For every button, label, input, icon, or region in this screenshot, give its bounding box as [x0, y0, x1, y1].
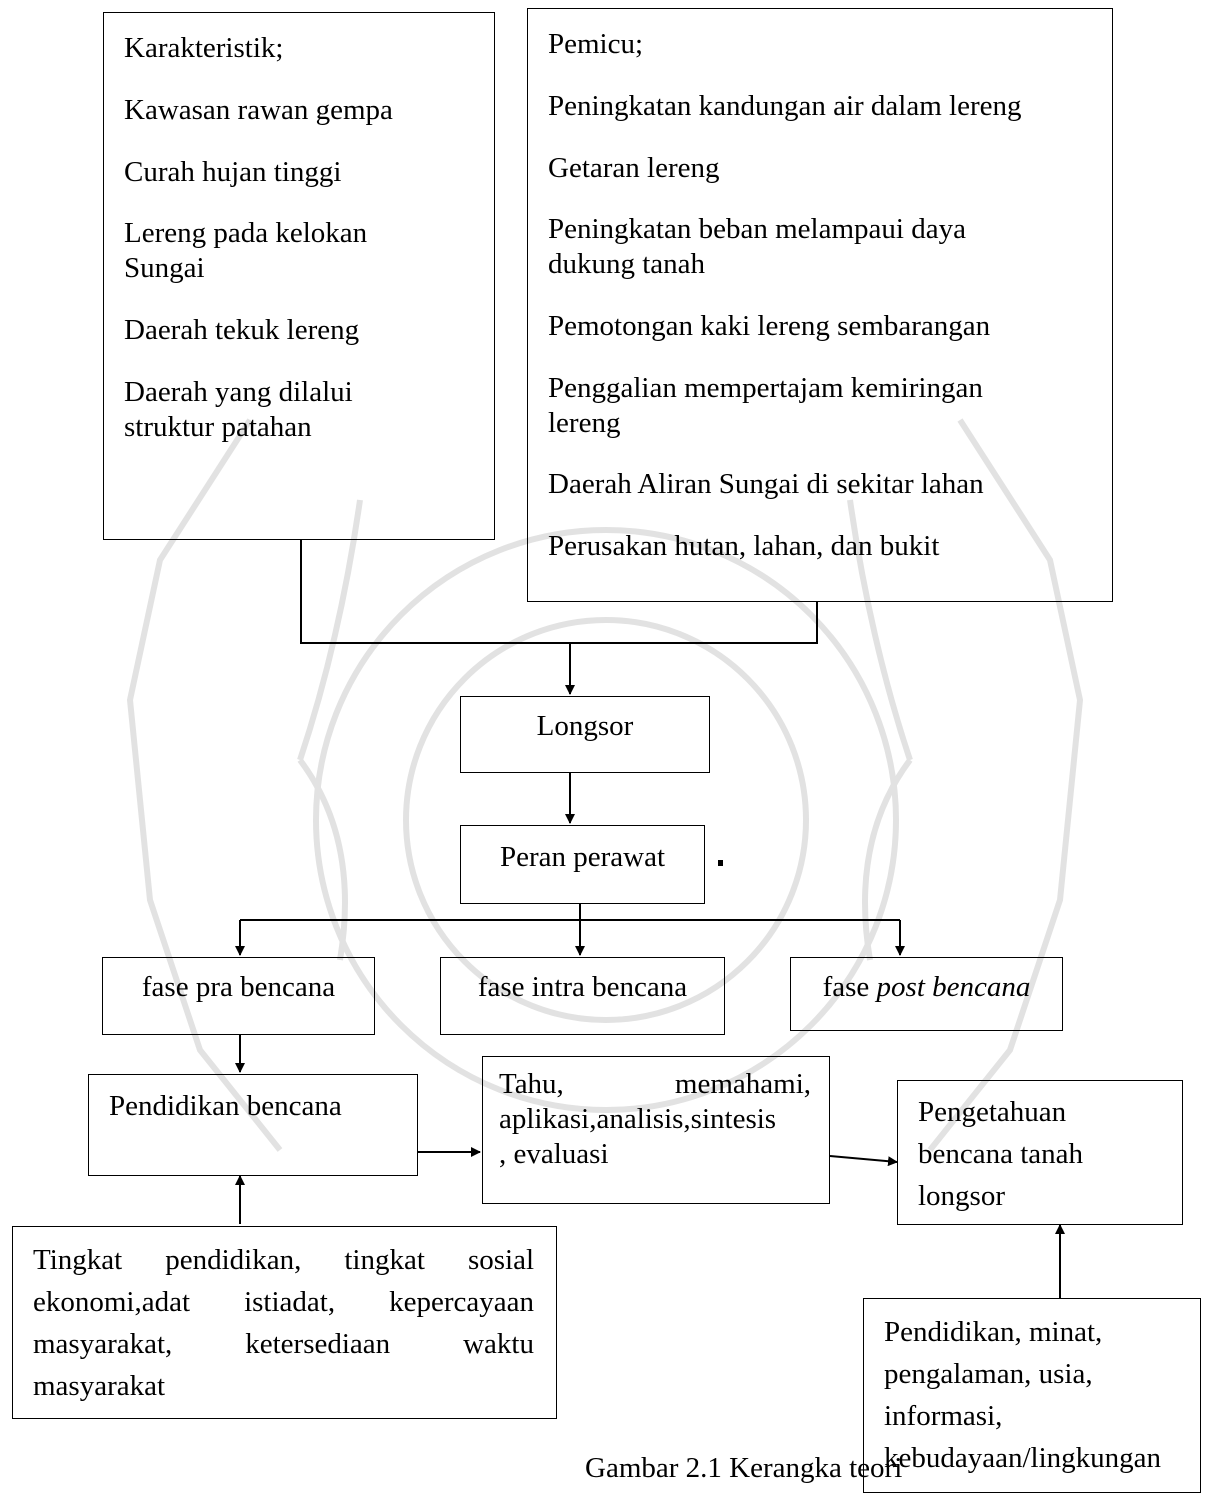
- pemicu-item: Peningkatan beban melampaui daya dukung …: [548, 213, 966, 281]
- peran-perawat-label: Peran perawat: [499, 841, 666, 873]
- cognitive-word-memahami: memahami,: [674, 1068, 811, 1100]
- cognitive-line-3: , evaluasi: [499, 1137, 609, 1170]
- karakteristik-box: Karakteristik; Kawasan rawan gempa Curah…: [103, 12, 495, 540]
- phase-post-prefix: fase: [822, 971, 870, 1003]
- pengetahuan-line: longsor: [918, 1180, 1005, 1213]
- pengetahuan-line: Pengetahuan: [918, 1096, 1067, 1128]
- connector-top-boxes: [300, 540, 818, 644]
- stray-dot: [718, 860, 723, 866]
- phase-post-italic: post bencana: [876, 971, 1031, 1003]
- phase-intra-label: fase intra bencana: [477, 971, 688, 1003]
- factors-right-line: informasi,: [884, 1400, 1003, 1433]
- karakteristik-item: Curah hujan tinggi: [124, 155, 342, 188]
- factors-right-line: Pendidikan, minat,: [884, 1316, 1103, 1348]
- cognitive-line-2: aplikasi,analisis,sintesis: [499, 1102, 777, 1135]
- phase-pra-box: fase pra bencana: [102, 957, 375, 1035]
- factors-right-line: pengalaman, usia,: [884, 1358, 1093, 1391]
- pemicu-item: Pemotongan kaki lereng sembarangan: [548, 309, 991, 342]
- factors-right-box: Pendidikan, minat, pengalaman, usia, inf…: [863, 1298, 1201, 1493]
- arrow-to-pengetahuan: [829, 1155, 898, 1167]
- pemicu-item: Daerah Aliran Sungai di sekitar lahan: [548, 468, 984, 501]
- pemicu-item: Penggalian mempertajam kemiringan lereng: [548, 371, 983, 439]
- pengetahuan-line: bencana tanah: [918, 1138, 1084, 1171]
- phase-intra-box: fase intra bencana: [440, 957, 725, 1035]
- pendidikan-bencana-label: Pendidikan bencana: [109, 1090, 342, 1122]
- pemicu-item: Perusakan hutan, lahan, dan bukit: [548, 530, 940, 563]
- karakteristik-item: Daerah tekuk lereng: [124, 313, 360, 346]
- pemicu-box: Pemicu; Peningkatan kandungan air dalam …: [527, 8, 1113, 602]
- pendidikan-bencana-box: Pendidikan bencana: [88, 1074, 418, 1176]
- phase-pra-label: fase pra bencana: [141, 971, 336, 1003]
- longsor-label: Longsor: [536, 710, 634, 742]
- factors-left-text: Tingkat pendidikan, tingkat sosial ekono…: [33, 1244, 534, 1403]
- karakteristik-heading: Karakteristik;: [124, 32, 284, 64]
- phase-post-box: fase post bencana: [790, 957, 1063, 1031]
- cognitive-levels-box: Tahu, memahami, aplikasi,analisis,sintes…: [482, 1056, 830, 1204]
- factors-left-box: Tingkat pendidikan, tingkat sosial ekono…: [12, 1226, 557, 1419]
- pengetahuan-box: Pengetahuan bencana tanah longsor: [897, 1080, 1183, 1225]
- pemicu-item: Getaran lereng: [548, 151, 720, 184]
- karakteristik-item: Kawasan rawan gempa: [124, 93, 393, 126]
- longsor-box: Longsor: [460, 696, 710, 773]
- peran-perawat-box: Peran perawat: [460, 825, 705, 904]
- cognitive-word-tahu: Tahu,: [499, 1068, 564, 1100]
- karakteristik-item: Daerah yang dilalui struktur patahan: [124, 375, 353, 443]
- karakteristik-item: Lereng pada kelokan Sungai: [124, 217, 368, 285]
- factors-right-line: kebudayaan/lingkungan: [884, 1442, 1162, 1475]
- figure-caption: Gambar 2.1 Kerangka teori: [585, 1452, 903, 1484]
- pemicu-item: Peningkatan kandungan air dalam lereng: [548, 89, 1022, 122]
- pemicu-heading: Pemicu;: [548, 28, 644, 60]
